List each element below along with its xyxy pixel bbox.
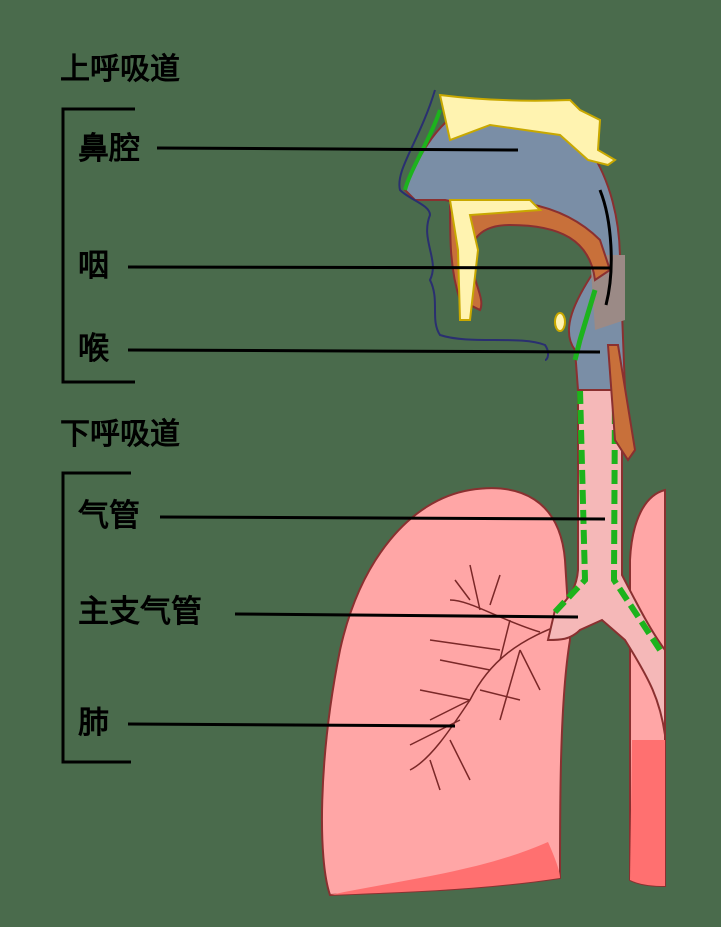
face-outline: [398, 89, 549, 361]
right-lung: [629, 488, 666, 888]
mucosa-lining: [552, 389, 663, 652]
label-lungs: 肺: [78, 705, 109, 741]
lower-tract-bracket: [61, 471, 131, 764]
label-larynx: 喉: [78, 331, 109, 367]
trachea: [546, 384, 666, 736]
leader-lines: [127, 146, 611, 728]
leader-line-bronchi: [234, 612, 579, 619]
label-nasal-cavity: 鼻腔: [78, 131, 140, 167]
leader-line-lungs: [127, 722, 456, 728]
left-lung: [320, 487, 572, 897]
leader-line-pharynx: [127, 265, 611, 270]
lower-respiratory-tract-heading: 下呼吸道: [60, 417, 180, 452]
bronchial-tree: [409, 564, 561, 791]
palate-bone: [448, 199, 543, 321]
skull-bone: [438, 93, 617, 167]
label-primary-bronchi: 主支气管: [78, 594, 202, 630]
upper-respiratory-tract-heading: 上呼吸道: [60, 52, 180, 87]
leader-line-larynx: [127, 348, 601, 354]
pharynx-bracket: [598, 189, 613, 306]
leader-line-trachea: [159, 515, 606, 521]
label-trachea: 气管: [78, 498, 140, 534]
upper-tract-bracket: [61, 107, 135, 384]
leader-line-nasal-cavity: [156, 146, 519, 152]
hyoid-bone: [554, 312, 566, 332]
label-pharynx: 咽: [78, 248, 109, 284]
upper-airway: [398, 89, 637, 462]
